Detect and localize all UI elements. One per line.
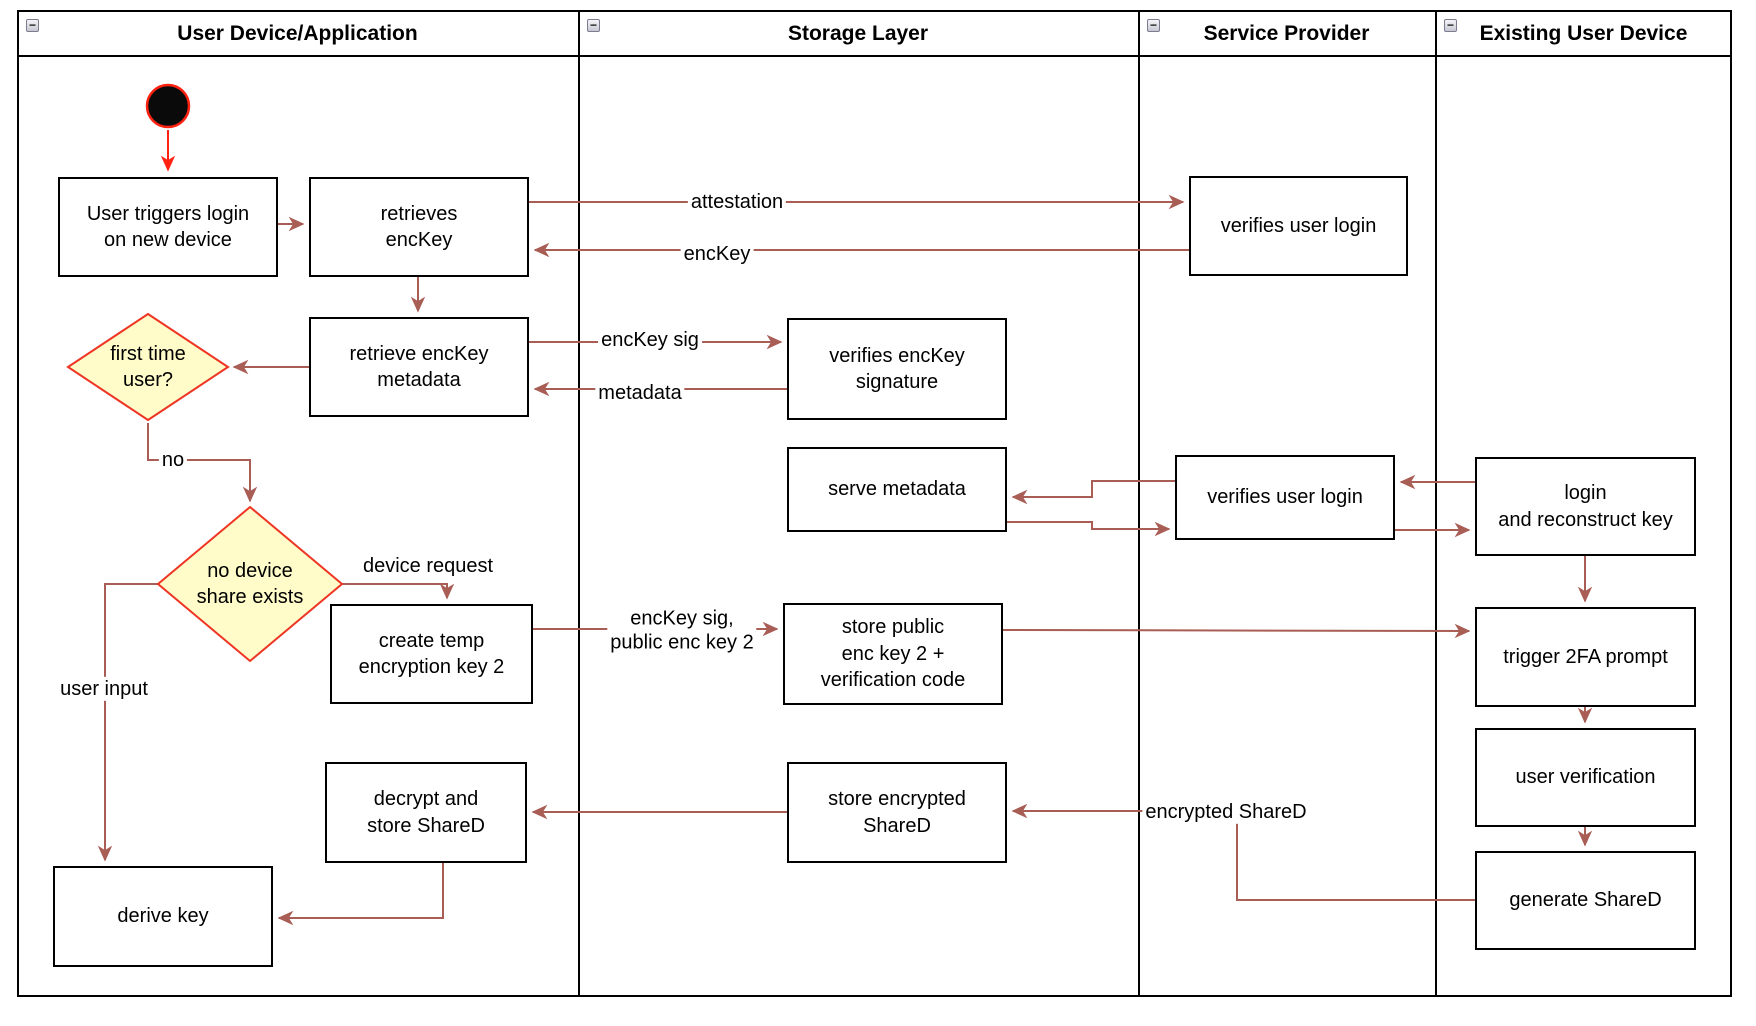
collapse-minus-icon[interactable]: − bbox=[1147, 19, 1160, 32]
edge-label-enckey-sig[interactable]: encKey sig bbox=[598, 327, 702, 353]
edge-no-branch bbox=[147, 423, 258, 503]
lane-title: Existing User Device bbox=[1479, 21, 1688, 45]
collapse-minus-icon[interactable]: − bbox=[26, 19, 39, 32]
edge-label-device-request[interactable]: device request bbox=[362, 554, 494, 577]
decision-label-no-device-share[interactable]: no device share exists bbox=[196, 560, 304, 608]
node-verifies-enckey-signature[interactable]: verifies encKey signature bbox=[787, 318, 1007, 420]
decision-first-time-user[interactable] bbox=[66, 312, 230, 422]
collapse-minus-icon[interactable]: − bbox=[587, 19, 600, 32]
lane-header-service-provider[interactable]: − Service Provider bbox=[1138, 10, 1435, 57]
lane-divider-1 bbox=[578, 10, 580, 997]
lane-header-divider bbox=[17, 55, 1732, 57]
node-derive-key[interactable]: derive key bbox=[53, 866, 273, 967]
node-trigger-2fa-prompt[interactable]: trigger 2FA prompt bbox=[1475, 607, 1696, 707]
lane-title: User Device/Application bbox=[177, 21, 418, 45]
edge-encrypted-shared bbox=[1011, 803, 1475, 901]
edge-device-request bbox=[342, 583, 455, 600]
edge-label-enckey[interactable]: encKey bbox=[680, 241, 754, 267]
node-create-temp-encryption-key-2[interactable]: create temp encryption key 2 bbox=[330, 604, 533, 704]
edge-label-attestation[interactable]: attestation bbox=[687, 189, 787, 215]
node-login-and-reconstruct-key[interactable]: login and reconstruct key bbox=[1475, 457, 1696, 556]
start-node[interactable] bbox=[145, 83, 191, 129]
node-store-public-enc-key-2[interactable]: store public enc key 2 + verification co… bbox=[783, 603, 1003, 705]
edge-label-encrypted-shared[interactable]: encrypted ShareD bbox=[1142, 799, 1310, 825]
lane-divider-2 bbox=[1138, 10, 1140, 997]
lane-title: Storage Layer bbox=[787, 21, 929, 45]
node-user-verification[interactable]: user verification bbox=[1475, 728, 1696, 827]
node-retrieve-enckey-metadata[interactable]: retrieve encKey metadata bbox=[309, 317, 529, 417]
edge-serve-metadata-to-verifies bbox=[1007, 521, 1171, 537]
node-retrieves-enckey[interactable]: retrieves encKey bbox=[309, 177, 529, 277]
lane-divider-3 bbox=[1435, 10, 1437, 997]
node-generate-shared[interactable]: generate ShareD bbox=[1475, 851, 1696, 950]
edge-label-no[interactable]: no bbox=[158, 447, 188, 473]
edge-decrypt-to-derive bbox=[277, 863, 444, 926]
edge-verifies-to-serve-metadata bbox=[1011, 480, 1175, 505]
lane-header-existing-user-device[interactable]: − Existing User Device bbox=[1435, 10, 1732, 57]
node-serve-metadata[interactable]: serve metadata bbox=[787, 447, 1007, 532]
node-user-triggers-login[interactable]: User triggers login on new device bbox=[58, 177, 278, 277]
decision-no-device-share[interactable] bbox=[156, 505, 344, 663]
node-verifies-user-login-top[interactable]: verifies user login bbox=[1189, 176, 1408, 276]
edge-store-public-to-2fa bbox=[1002, 623, 1471, 639]
lane-title: Service Provider bbox=[1203, 21, 1370, 45]
collapse-minus-icon[interactable]: − bbox=[1444, 19, 1457, 32]
node-verifies-user-login-mid[interactable]: verifies user login bbox=[1175, 455, 1395, 540]
node-decrypt-and-store-shared[interactable]: decrypt and store ShareD bbox=[325, 762, 527, 863]
lane-header-user-device[interactable]: − User Device/Application bbox=[17, 10, 578, 57]
edge-user-input bbox=[97, 583, 158, 862]
decision-label-first-time-user[interactable]: first time user? bbox=[110, 343, 186, 391]
edge-label-user-input[interactable]: user input bbox=[57, 676, 151, 702]
edge-label-metadata[interactable]: metadata bbox=[595, 380, 685, 406]
node-store-encrypted-shared[interactable]: store encrypted ShareD bbox=[787, 762, 1007, 863]
edge-label-enckey-sig-public[interactable]: encKey sig, public enc key 2 bbox=[607, 606, 757, 656]
lane-header-storage-layer[interactable]: − Storage Layer bbox=[578, 10, 1138, 57]
